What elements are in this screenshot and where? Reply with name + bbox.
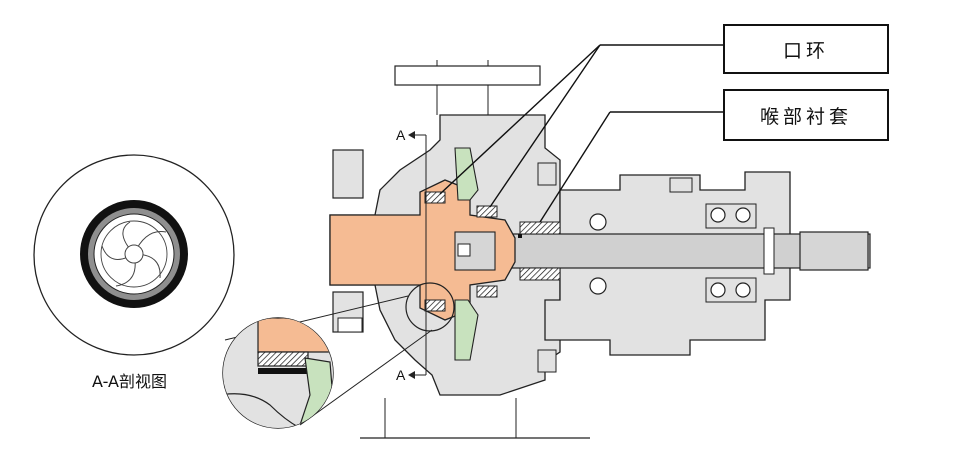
impeller xyxy=(329,179,516,321)
diffuser-liner xyxy=(454,147,479,361)
bearing-ball xyxy=(710,207,726,223)
section-line-aa xyxy=(408,131,427,379)
callout-throat-bushing: 喉部衬套 xyxy=(723,89,889,141)
shaft-end xyxy=(799,231,869,271)
bearing-ball xyxy=(589,277,607,295)
callout-throat-bushing-label: 喉部衬套 xyxy=(759,105,852,128)
section-view-caption: A-A剖视图 xyxy=(92,372,167,391)
bearings xyxy=(589,203,775,303)
callout-wear-ring-label: 口环 xyxy=(782,39,829,62)
bearing-ball xyxy=(710,282,726,298)
bearing-ball xyxy=(589,213,607,231)
callout-leaders xyxy=(439,44,723,223)
section-marker-bottom: A xyxy=(396,367,406,383)
discharge-flange xyxy=(394,60,541,115)
seal-area xyxy=(518,221,561,281)
section-view-aa xyxy=(33,154,235,356)
wear-rings xyxy=(424,191,498,312)
bearing-ball xyxy=(735,282,751,298)
hub xyxy=(124,244,144,264)
callout-wear-ring: 口环 xyxy=(723,24,889,74)
detail-magnifier xyxy=(222,282,455,429)
bearing-ball xyxy=(735,207,751,223)
section-marker-top: A xyxy=(396,127,406,143)
